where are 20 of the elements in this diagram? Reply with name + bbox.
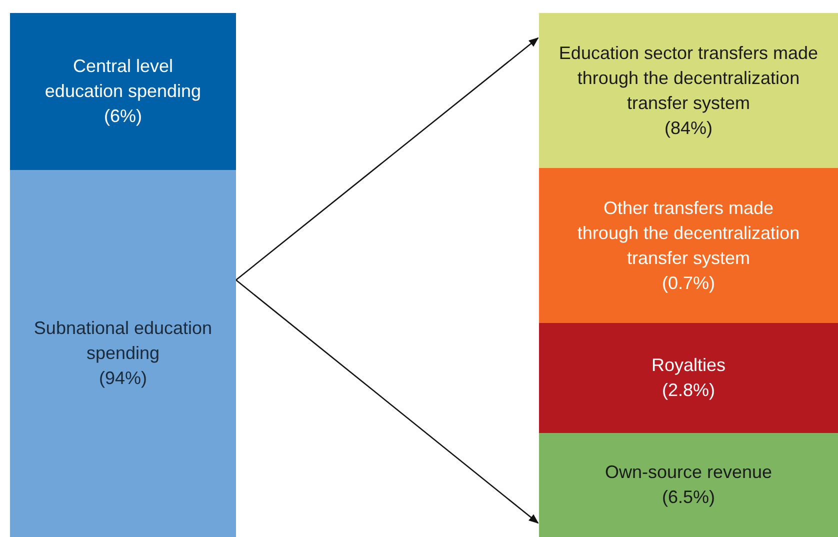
box-label: Royalties bbox=[651, 354, 726, 377]
arrow bbox=[236, 280, 539, 524]
box-label: Central level education spending bbox=[44, 55, 202, 103]
box-label: (84%) bbox=[664, 116, 712, 140]
box-label: (6.5%) bbox=[662, 486, 715, 509]
box-label: (94%) bbox=[98, 367, 147, 390]
box-label: (0.7%) bbox=[662, 272, 715, 295]
category-box bbox=[10, 13, 236, 170]
category-box bbox=[10, 170, 236, 537]
category-box bbox=[539, 13, 838, 168]
box-label: Subnational education spending bbox=[33, 317, 213, 365]
category-box bbox=[539, 433, 838, 537]
category-box bbox=[539, 323, 838, 433]
arrow bbox=[236, 37, 539, 280]
box-label: Own-source revenue bbox=[604, 461, 772, 484]
category-box bbox=[539, 168, 838, 323]
box-label: (2.8%) bbox=[662, 379, 715, 402]
box-label: (6%) bbox=[104, 105, 142, 128]
box-label: Education sector transfers made through the decentralization transfer system bbox=[558, 42, 818, 115]
box-label: Other transfers made through the decentralization transfer system bbox=[576, 196, 801, 270]
